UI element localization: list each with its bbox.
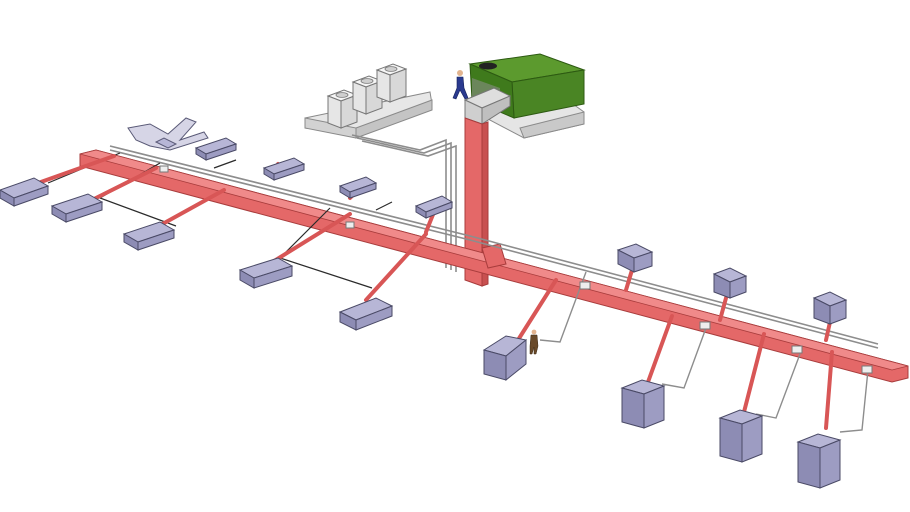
indoor-unit — [122, 221, 176, 251]
indoor-unit — [796, 433, 842, 489]
indoor-unit — [338, 297, 394, 331]
duct-fitting-cluster — [127, 117, 209, 151]
indoor-unit — [0, 177, 50, 207]
indoor-unit — [812, 291, 848, 325]
indoor-unit — [414, 195, 454, 219]
indoor-unit — [712, 267, 748, 299]
refrigerant-branches — [539, 271, 869, 433]
indoor-unit — [620, 379, 666, 429]
branch-selector-box — [159, 165, 873, 374]
indoor-unit — [238, 257, 294, 289]
indoor-unit — [50, 193, 104, 223]
indoor-unit — [262, 157, 306, 181]
person-figure — [529, 329, 539, 355]
indoor-unit — [338, 176, 378, 199]
refrigerant-trunk — [109, 145, 879, 349]
branch-ducts — [22, 148, 834, 430]
condensing-unit — [375, 63, 408, 103]
indoor-unit — [482, 335, 528, 382]
indoor-unit — [616, 243, 654, 273]
person-figure — [452, 70, 469, 100]
indoor-unit — [194, 137, 238, 161]
condensing-unit — [326, 89, 359, 129]
indoor-unit — [718, 409, 764, 463]
